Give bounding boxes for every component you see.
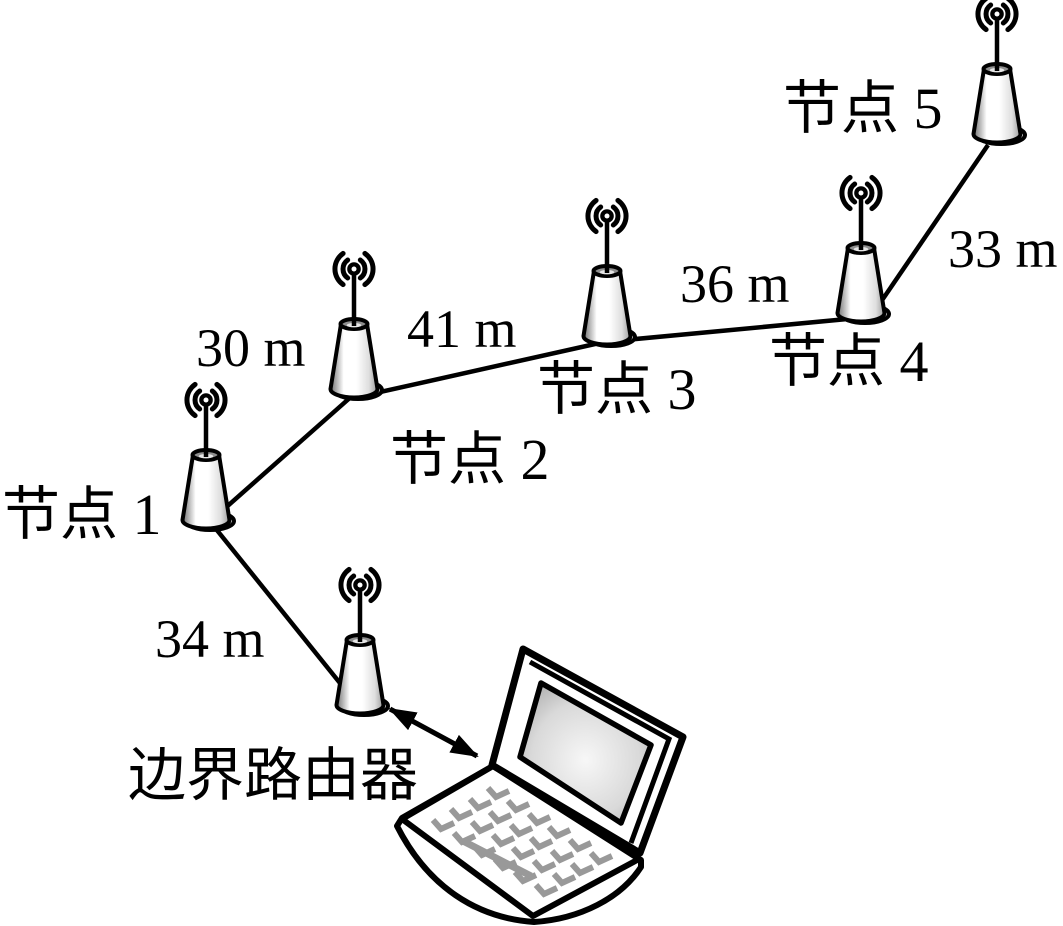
node-3-antenna-icon — [584, 200, 636, 346]
node-2-label: 节点 2 — [390, 427, 550, 492]
node-5-antenna-icon — [974, 0, 1026, 144]
laptop-keys — [433, 788, 612, 894]
laptop-screen — [517, 680, 654, 826]
wireless-link-arrow — [388, 706, 479, 759]
link-node4-node5 — [872, 143, 990, 314]
laptop-keyboard-deck — [399, 763, 642, 919]
node-5-label: 节点 5 — [783, 76, 943, 141]
distance-node4-node5-label: 33 m — [948, 219, 1058, 279]
distance-node3-node4-label: 36 m — [680, 254, 790, 314]
distance-node1-node2-label: 30 m — [196, 318, 306, 378]
laptop-lid-bezel — [528, 659, 673, 844]
link-node1-router — [210, 522, 358, 705]
laptop-icon — [394, 645, 687, 925]
node-4-antenna-icon — [838, 177, 890, 323]
border-router-antenna-icon — [337, 569, 389, 715]
border-router-label: 边界路由器 — [128, 743, 418, 808]
distance-node1-router-label: 34 m — [155, 609, 265, 669]
node-1-label: 节点 1 — [2, 482, 162, 547]
distance-node2-node3-label: 41 m — [407, 299, 517, 359]
link-node1-node2 — [212, 394, 354, 520]
laptop-spacebar — [461, 837, 533, 880]
node-1-antenna-icon — [183, 384, 235, 530]
node-3-label: 节点 3 — [537, 357, 697, 422]
node-2-antenna-icon — [331, 253, 383, 399]
node-4-label: 节点 4 — [769, 329, 929, 394]
